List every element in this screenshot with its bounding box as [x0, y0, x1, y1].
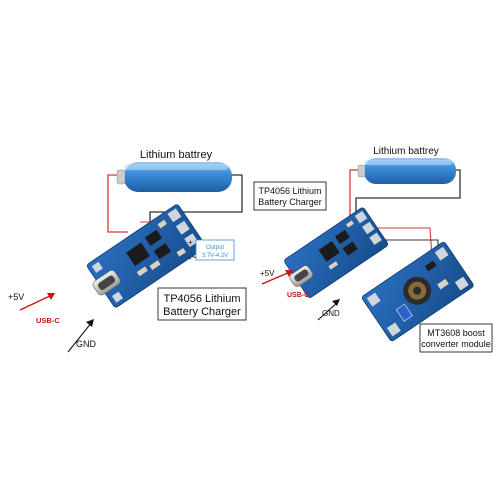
left-diagram: Lithium battrey Output 3.7V- — [8, 149, 247, 353]
right-diagram: Lithium battrey — [253, 146, 493, 353]
left-vin-label: +5V — [8, 292, 24, 302]
left-vin-arrowhead — [47, 293, 55, 300]
left-output-range: 3.7V-4.2V — [202, 253, 228, 259]
right-vin-arrowhead — [285, 270, 293, 277]
left-usb-label: USB-C — [36, 316, 60, 325]
right-wire-dark — [355, 169, 461, 215]
left-output-box: Output 3.7V-4.2V — [195, 239, 235, 261]
right-vin-arrow — [261, 271, 291, 285]
left-charger-label-line1: TP4056 Lithium — [163, 293, 240, 305]
left-gnd-arrowhead — [86, 319, 94, 327]
right-gnd-arrowhead — [332, 299, 340, 306]
right-gnd-arrow — [317, 301, 339, 321]
right-usb-label: USB-C — [287, 292, 309, 299]
left-gnd-arrow — [67, 321, 93, 353]
left-battery-label: Lithium battrey — [140, 149, 213, 161]
left-minus-sign: - — [189, 254, 192, 263]
left-charger-label-line2: Battery Charger — [163, 306, 241, 318]
left-plus-sign: + — [188, 238, 193, 247]
right-charger-label-line1: TP4056 Lithium — [258, 186, 321, 196]
right-charger-label-box: TP4056 Lithium Battery Charger — [253, 181, 327, 211]
right-boost-label-box: MT3608 boost converter module — [419, 323, 493, 353]
left-battery — [116, 162, 232, 192]
left-vin-arrow — [19, 294, 53, 311]
right-vin-label: +5V — [260, 269, 275, 278]
left-gnd-label: GND — [76, 339, 97, 349]
right-charger-label-line2: Battery Charger — [258, 197, 322, 207]
left-output-label: Output — [206, 245, 224, 251]
right-charger-board — [284, 207, 389, 298]
right-boost-board — [361, 241, 474, 342]
left-charger-board — [86, 204, 206, 308]
right-boost-label-line1: MT3608 boost — [427, 328, 485, 338]
right-battery — [357, 158, 456, 184]
right-wire-boost-red — [372, 227, 433, 259]
left-wire-red — [107, 174, 128, 233]
right-boost-label-line2: converter module — [421, 339, 491, 349]
right-battery-label: Lithium battrey — [373, 146, 439, 157]
right-gnd-label: GND — [322, 309, 340, 318]
left-charger-label-box: TP4056 Lithium Battery Charger — [157, 287, 247, 321]
